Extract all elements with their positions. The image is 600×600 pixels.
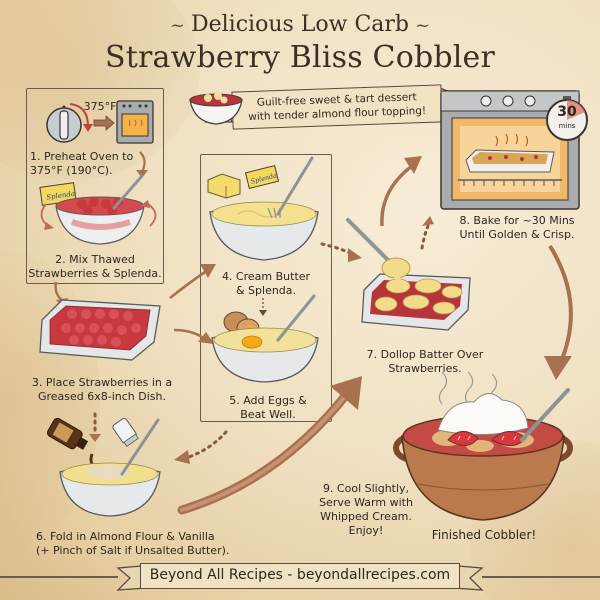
step-1-label: 1. Preheat Oven to 375°F (190°C). bbox=[30, 150, 148, 178]
step-9-label: 9. Cool Slightly, Serve Warm with Whippe… bbox=[314, 482, 418, 538]
step-3-line2: Greased 6x8-inch Dish. bbox=[37, 390, 167, 403]
dotted-arrow-icon bbox=[89, 412, 101, 442]
flour-mixing-bowl-icon bbox=[59, 418, 161, 517]
panel-steps-1-2 bbox=[26, 88, 164, 284]
step-7-line1: 7. Dollop Batter Over bbox=[366, 348, 484, 361]
recipe-subtitle: ~Delicious Low Carb~ bbox=[0, 12, 600, 37]
step-2-line1: 2. Mix Thawed bbox=[55, 253, 135, 266]
timer-icon bbox=[546, 96, 588, 141]
curved-arrow-icon bbox=[380, 156, 422, 227]
swoosh-arrow-icon bbox=[177, 376, 362, 515]
vanilla-bottle-icon bbox=[46, 417, 94, 465]
step-4-label: 4. Cream Butter & Splenda. bbox=[206, 270, 326, 298]
step-6-line2: (+ Pinch of Salt if Unsalted Butter). bbox=[36, 544, 230, 557]
tagline-ribbon: Guilt-free sweet & tart dessert with ten… bbox=[231, 84, 443, 130]
right-arrow-icon bbox=[93, 115, 115, 131]
panel-steps-4-5 bbox=[200, 154, 332, 422]
splenda-packet-icon: Splenda bbox=[244, 165, 280, 189]
dotted-arrow-icon bbox=[320, 242, 362, 262]
dotted-arrow-icon bbox=[420, 216, 434, 250]
oven-dial-icon bbox=[46, 105, 82, 143]
step-8-line1: 8. Bake for ~30 Mins bbox=[459, 214, 575, 227]
step-2-line2: Strawberries & Splenda. bbox=[28, 267, 162, 280]
mini-cobbler-bowl-icon bbox=[189, 92, 243, 125]
finished-cobbler-bowl-icon bbox=[393, 388, 573, 521]
salt-shaker-icon bbox=[112, 417, 139, 447]
batter-dish-icon bbox=[361, 273, 471, 331]
step-7-label: 7. Dollop Batter Over Strawberries. bbox=[360, 348, 490, 376]
step-4-line1: 4. Cream Butter bbox=[221, 270, 311, 283]
step-8-label: 8. Bake for ~30 Mins Until Golden & Cris… bbox=[452, 214, 582, 242]
strawberry-mixing-bowl-icon bbox=[55, 174, 145, 245]
curved-arrow-icon bbox=[544, 244, 573, 380]
timer-unit: mins bbox=[558, 122, 576, 130]
step-3-label: 3. Place Strawberries in a Greased 6x8-i… bbox=[22, 376, 182, 404]
subtitle-text: Delicious Low Carb bbox=[190, 12, 409, 37]
step-5-line2: Beat Well. bbox=[240, 408, 296, 421]
flourish-right-icon: ~ bbox=[415, 15, 431, 36]
finished-cobbler-label: Finished Cobbler! bbox=[431, 528, 537, 542]
step-1-line1: 1. Preheat Oven to bbox=[30, 150, 134, 163]
step-5-line1: 5. Add Eggs & bbox=[229, 394, 307, 407]
step-8-line2: Until Golden & Crisp. bbox=[459, 228, 575, 241]
step-3-line1: 3. Place Strawberries in a bbox=[31, 376, 173, 389]
circular-mix-arrows-icon bbox=[40, 200, 157, 230]
step-4-line2: & Splenda. bbox=[235, 284, 297, 297]
strawberry-baking-dish-icon bbox=[39, 299, 161, 361]
creaming-bowl-icon bbox=[209, 156, 319, 261]
batter-spoon-icon bbox=[346, 218, 411, 293]
butter-block-icon bbox=[207, 173, 241, 199]
oven-temp-label: 375°F bbox=[83, 100, 117, 113]
arrow-to-step-5-icon bbox=[173, 328, 214, 344]
step-5-label: 5. Add Eggs & Beat Well. bbox=[210, 394, 326, 422]
step-9-line3: Whipped Cream. bbox=[320, 510, 412, 523]
splenda-text: Splenda bbox=[46, 190, 76, 202]
egg-mixing-bowl-icon bbox=[211, 294, 319, 383]
step-7-line2: Strawberries. bbox=[388, 362, 462, 375]
recipe-title: Strawberry Bliss Cobbler bbox=[104, 40, 496, 75]
dotted-arrow-icon bbox=[174, 430, 228, 464]
oven-icon bbox=[440, 90, 580, 210]
step-6-line1: 6. Fold in Almond Flour & Vanilla bbox=[36, 530, 215, 543]
oven-icon bbox=[116, 100, 154, 144]
step-9-line1: 9. Cool Slightly, bbox=[322, 482, 410, 495]
step-1-line2: 375°F (190°C). bbox=[30, 164, 113, 177]
flourish-left-icon: ~ bbox=[169, 15, 185, 36]
arrow-to-step-4-icon bbox=[169, 264, 216, 300]
timer-value: 30 bbox=[557, 104, 577, 120]
step-6-label: 6. Fold in Almond Flour & Vanilla (+ Pin… bbox=[36, 530, 276, 558]
footer-ribbon: Beyond All Recipes - beyondallrecipes.co… bbox=[140, 563, 460, 589]
step-9-line4: Enjoy! bbox=[348, 524, 384, 537]
down-arrow-icon bbox=[136, 151, 148, 178]
step-9-line2: Serve Warm with bbox=[319, 496, 413, 509]
rotate-arrow-icon bbox=[69, 103, 93, 132]
step-2-label: 2. Mix Thawed Strawberries & Splenda. bbox=[28, 253, 162, 281]
footer-divider-left bbox=[0, 576, 118, 578]
down-arrow-icon bbox=[259, 298, 267, 316]
footer-divider-right bbox=[482, 576, 600, 578]
